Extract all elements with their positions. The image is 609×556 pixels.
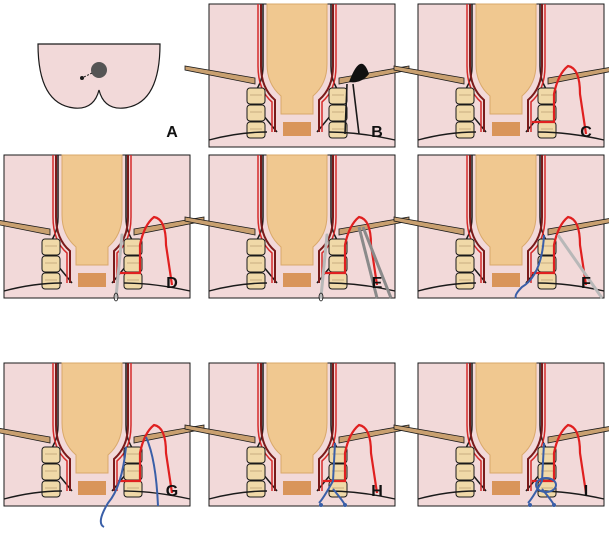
panel-g: G [0, 363, 204, 527]
sphincter-block-left [247, 88, 265, 104]
panel-label-i: I [584, 483, 588, 500]
panel-label-f: F [581, 275, 591, 292]
panel-label-g: G [166, 483, 178, 500]
sphincter-block-left [42, 464, 60, 480]
sphincter-block-left [42, 481, 60, 497]
sphincter-block-left [42, 239, 60, 255]
panels-grid: A B C D E F G H I [0, 4, 609, 527]
sphincter-block-right [124, 481, 142, 497]
sphincter-block-left [456, 88, 474, 104]
panel-c: C [394, 4, 609, 147]
panel-label-e: E [372, 275, 383, 292]
sphincter-block-right [329, 105, 347, 121]
sphincter-block-left [247, 256, 265, 272]
sphincter-block-right [538, 273, 556, 289]
panel-f: F [394, 155, 609, 298]
panel-label-d: D [166, 275, 178, 292]
panel-a: A [38, 44, 178, 141]
sphincter-block-right [329, 122, 347, 138]
sphincter-block-left [247, 481, 265, 497]
panel-label-a: A [166, 124, 178, 141]
sphincter-block-right [329, 273, 347, 289]
sphincter-block-left [247, 464, 265, 480]
anal-canal-floor [283, 273, 311, 287]
sphincter-block-left [456, 239, 474, 255]
sphincter-block-left [247, 105, 265, 121]
sphincter-block-left [247, 239, 265, 255]
suture-knot [528, 503, 532, 507]
suture-knot [343, 503, 347, 507]
suture-knot [319, 503, 323, 507]
panel-label-c: C [580, 124, 592, 141]
sphincter-block-left [456, 481, 474, 497]
sphincter-block-left [456, 273, 474, 289]
sphincter-block-left [456, 122, 474, 138]
sphincter-block-right [124, 273, 142, 289]
panel-d: D [0, 155, 204, 301]
sphincter-block-left [247, 122, 265, 138]
panel-label-h: H [371, 483, 383, 500]
anus [91, 62, 107, 78]
sphincter-block-right [538, 122, 556, 138]
sphincter-block-left [247, 447, 265, 463]
external-opening [80, 76, 84, 80]
panel-label-b: B [371, 124, 383, 141]
anal-canal-floor [78, 481, 106, 495]
sphincter-block-left [456, 105, 474, 121]
panel-e: E [185, 155, 409, 301]
suture-knot [552, 503, 556, 507]
panel-i: I [394, 363, 609, 507]
sphincter-block-left [247, 273, 265, 289]
panel-b: B [185, 4, 409, 147]
anal-canal-floor [283, 481, 311, 495]
anal-canal-floor [78, 273, 106, 287]
sphincter-block-left [456, 447, 474, 463]
sphincter-block-left [456, 256, 474, 272]
sphincter-block-left [42, 273, 60, 289]
sphincter-block-left [42, 447, 60, 463]
sphincter-block-right [329, 88, 347, 104]
anal-canal-floor [492, 122, 520, 136]
anal-canal-floor [492, 273, 520, 287]
anal-canal-floor [283, 122, 311, 136]
sphincter-block-left [42, 256, 60, 272]
panel-h: H [185, 363, 409, 507]
sphincter-block-left [456, 464, 474, 480]
anal-canal-floor [492, 481, 520, 495]
